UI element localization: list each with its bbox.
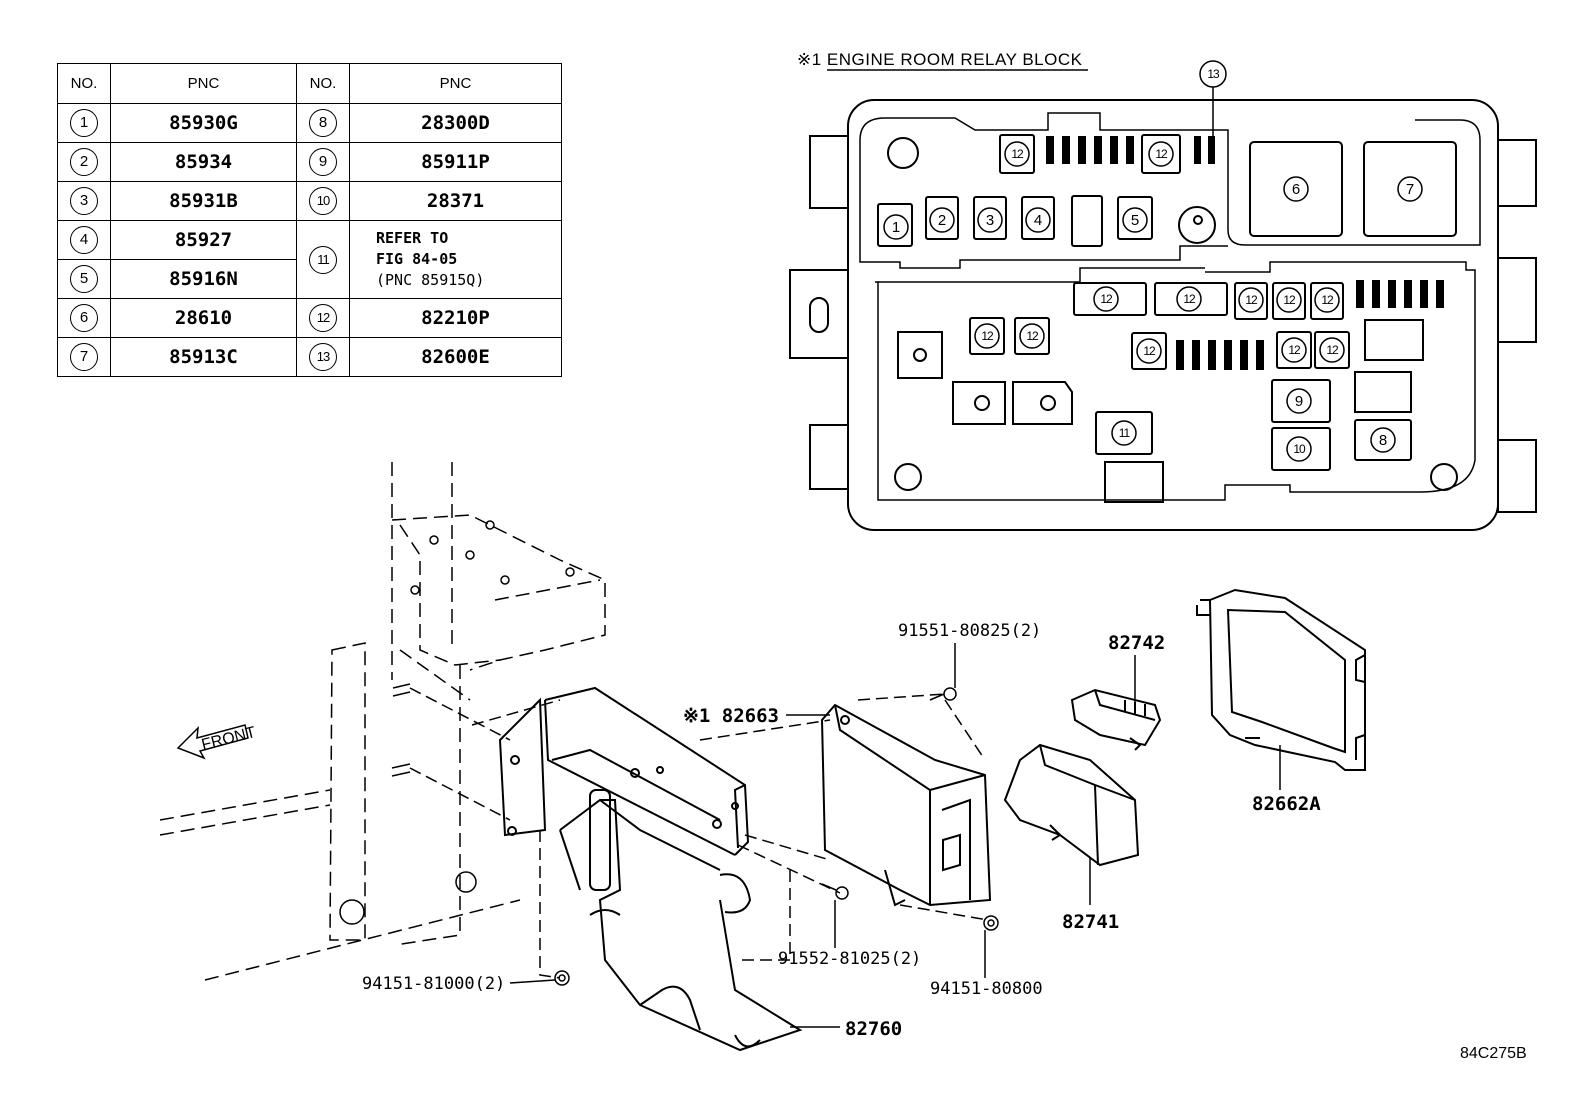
refer-line: REFER TO (376, 229, 449, 247)
callout-12: 12 (981, 329, 994, 343)
bracket-82760 (559, 789, 803, 1052)
callout-no: 12 (309, 304, 337, 332)
label-91552-81025: 91552-81025(2) (778, 949, 921, 969)
pnc-cell: 28300D (349, 103, 562, 143)
pnc-cell: 85927 (110, 220, 297, 260)
pnc-cell: 85930G (110, 103, 297, 143)
front-label: FRONT (200, 724, 258, 754)
callout-12: 12 (1011, 147, 1024, 161)
pnc-cell: 85934 (110, 142, 297, 182)
callout-no: 11 (309, 245, 337, 274)
pnc-cell: 82600E (349, 337, 562, 377)
callout-12: 12 (1245, 293, 1258, 307)
callout-no: 10 (309, 187, 337, 215)
label-82741: 82741 (1062, 911, 1119, 933)
assembly-lines (409, 687, 989, 979)
header-pnc-right: PNC (349, 63, 562, 104)
fasteners (554, 687, 999, 986)
table-row: 3 85931B 10 28371 (57, 181, 562, 221)
callout-no: 5 (70, 265, 98, 293)
table-row: 7 85913C 13 82600E (57, 337, 562, 377)
table-row: 6 28610 12 82210P (57, 298, 562, 338)
callout-12: 12 (1026, 329, 1039, 343)
table-row: 2 85934 9 85911P (57, 142, 562, 182)
callout-12: 12 (1288, 343, 1301, 357)
label-91551-80825: 91551-80825(2) (898, 621, 1041, 641)
label-82760: 82760 (845, 1018, 902, 1040)
label-94151-81000: 94151-81000(2) (362, 974, 505, 994)
callout-12: 12 (1183, 292, 1196, 306)
table-row: 4 85927 11 REFER TO FIG 84-05 (PNC 85915… (57, 220, 562, 299)
front-arrow (176, 724, 249, 760)
relay-block (789, 87, 1537, 531)
pnc-cell: 85913C (110, 337, 297, 377)
callout-2: 2 (938, 212, 946, 229)
callout-11: 11 (1119, 426, 1131, 440)
callout-3: 3 (986, 212, 994, 229)
callout-5: 5 (1131, 212, 1139, 229)
pnc-cell: 28610 (110, 298, 297, 338)
callout-13: 13 (1207, 67, 1220, 81)
callout-no: 7 (70, 343, 98, 371)
callout-12: 12 (1326, 343, 1339, 357)
callout-12: 12 (1283, 293, 1296, 307)
pnc-table: NO. PNC NO. PNC 1 85930G 8 28300D 2 8593… (57, 63, 562, 377)
leader-lines (509, 643, 1281, 1028)
callout-no: 8 (309, 109, 337, 137)
callout-12: 12 (1100, 292, 1113, 306)
mini-fuse-bars (1046, 136, 1444, 370)
bracket-82663 (498, 686, 750, 856)
label-82662A: 82662A (1252, 793, 1321, 815)
callout-no: 6 (70, 304, 98, 332)
pnc-refer-cell: REFER TO FIG 84-05 (PNC 85915Q) (349, 220, 562, 299)
callout-no: 4 (70, 226, 98, 254)
callout-12: 12 (1143, 344, 1156, 358)
callout-no: 1 (70, 109, 98, 137)
relay-block-title: ※1 ENGINE ROOM RELAY BLOCK (797, 50, 1083, 69)
cover-82662A (1196, 588, 1366, 771)
label-94151-80800: 94151-80800 (930, 979, 1043, 999)
header-no-left: NO. (57, 63, 111, 104)
label-82663: ※1 82663 (683, 705, 779, 727)
table-header-row: NO. PNC NO. PNC (57, 63, 562, 104)
callout-8: 8 (1379, 432, 1387, 449)
refer-line: FIG 84-05 (376, 250, 458, 268)
header-pnc-left: PNC (110, 63, 297, 104)
refer-line: (PNC 85915Q) (376, 271, 485, 289)
table-row: 1 85930G 8 28300D (57, 103, 562, 143)
callout-no: 13 (309, 343, 337, 371)
callout-no: 3 (70, 187, 98, 215)
pnc-cell: 85931B (110, 181, 297, 221)
callout-9: 9 (1295, 393, 1303, 410)
ecu-box (820, 703, 992, 907)
relay-82741 (1003, 743, 1140, 867)
callout-1: 1 (892, 219, 900, 236)
callout-no: 9 (309, 148, 337, 176)
label-82742: 82742 (1108, 632, 1165, 654)
callout-7: 7 (1406, 181, 1414, 198)
pnc-cell: 85911P (349, 142, 562, 182)
figure-code: 84C275B (1460, 1045, 1527, 1062)
relay-82742 (1070, 688, 1162, 751)
callout-12: 12 (1155, 147, 1168, 161)
pnc-cell: 82210P (349, 298, 562, 338)
callout-10: 10 (1293, 442, 1306, 456)
vehicle-body-phantom (159, 462, 606, 981)
callout-4: 4 (1034, 212, 1042, 229)
callout-12: 12 (1321, 293, 1334, 307)
callout-6: 6 (1292, 181, 1300, 198)
callout-no: 2 (70, 148, 98, 176)
